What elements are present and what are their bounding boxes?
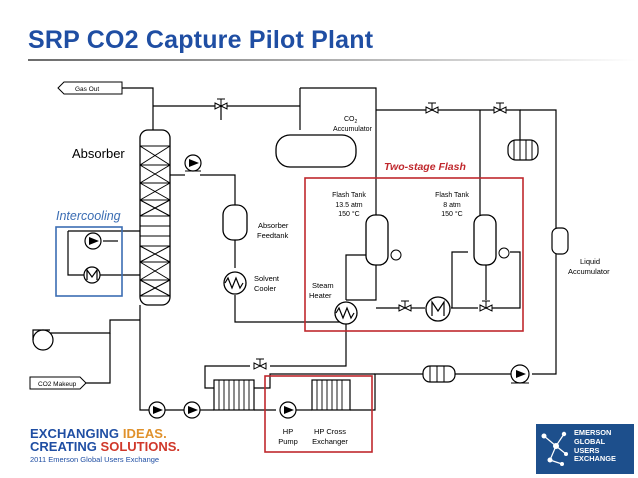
inline-cooler-icon [422, 365, 456, 383]
valve-top-mid-icon [425, 102, 439, 114]
svg-text:Pump: Pump [278, 437, 298, 446]
intercooling-label: Intercooling [56, 209, 121, 223]
gas-out-line [122, 87, 154, 130]
co2-accumulator-label-line2: Accumulator [333, 126, 373, 133]
emerson-logo: EMERSON GLOBAL USERS EXCHANGE [536, 424, 634, 474]
liquid-accum-outlet [532, 252, 557, 375]
svg-text:Solvent: Solvent [254, 274, 280, 283]
flash-pump1-icon [390, 249, 402, 261]
absorber-label: Absorber [72, 146, 125, 161]
piping [50, 87, 557, 411]
valve-flash-mid-icon [398, 300, 412, 312]
absorber-feedtank-label: Absorber Feedtank [257, 221, 289, 240]
solvent-line [234, 295, 240, 323]
svg-text:Steam: Steam [312, 281, 334, 290]
flash-tank-2 [473, 214, 497, 266]
steam-heater-label: Steam Heater [309, 281, 334, 300]
svg-text:HP: HP [283, 427, 293, 436]
liquid-accumulator [551, 227, 569, 255]
blower-icon [32, 329, 54, 351]
right-pump-icon [510, 364, 530, 384]
hp-cross-exchanger-label: HP Cross Exchanger [312, 427, 348, 446]
liquid-accum-line [520, 109, 557, 232]
absorber-top-pump-icon [184, 154, 202, 172]
flash-tank2-label: Flash Tank 8 atm 150 °C [435, 192, 469, 218]
cross-exchanger-left [213, 379, 255, 411]
valve-top-right-icon [493, 102, 507, 114]
valves [214, 98, 507, 370]
solvent-cooler-label: Solvent Cooler [254, 274, 280, 293]
absorber-column [139, 129, 171, 306]
co2-makeup-label: CO2 Makeup [38, 381, 77, 388]
svg-text:8 atm: 8 atm [443, 202, 461, 209]
flash-motor-icon [425, 296, 451, 322]
liquid-accumulator-label: Liquid Accumulator [568, 257, 610, 276]
steam-heater-icon [334, 301, 358, 325]
svg-text:Heater: Heater [309, 291, 332, 300]
pumps [148, 154, 530, 419]
intercooling-box [55, 226, 123, 297]
svg-text:Liquid: Liquid [580, 257, 600, 266]
svg-text:Flash Tank: Flash Tank [332, 192, 366, 199]
co2-accumulator [275, 134, 357, 168]
svg-text:150 °C: 150 °C [441, 210, 462, 218]
flash-tank1-label: Flash Tank 13.5 atm 150 °C [332, 192, 366, 218]
steam-line [345, 254, 368, 300]
condenser-icon [507, 139, 539, 161]
footer-tagline-1: EXCHANGING IDEAS. [30, 426, 167, 441]
page-title: SRP CO2 Capture Pilot Plant [28, 26, 374, 54]
gas-out-tag: Gas Out [57, 81, 123, 95]
svg-text:150 °C: 150 °C [338, 210, 359, 218]
co2-makeup-tag: CO2 Makeup [29, 376, 87, 390]
intercool-pump-icon [84, 232, 102, 250]
bottom-pump2-icon [183, 401, 201, 419]
bottom-pump1-icon [148, 401, 166, 419]
title-rule [28, 59, 636, 61]
hp-cross-exchanger [311, 379, 351, 411]
svg-text:Absorber: Absorber [258, 221, 289, 230]
hp-pump-label: HP Pump [278, 427, 298, 446]
svg-text:Feedtank: Feedtank [257, 231, 289, 240]
valve-top-left-icon [214, 98, 228, 110]
svg-text:Exchanger: Exchanger [312, 437, 348, 446]
svg-text:13.5 atm: 13.5 atm [335, 202, 362, 209]
valve-flash-right-icon [479, 300, 493, 312]
solvent-cooler-icon [223, 271, 247, 295]
intercool-motor-icon [83, 266, 101, 284]
cross-exchanger-loop [204, 365, 250, 389]
co2-accumulator-label-line1: CO2 [344, 116, 358, 125]
svg-text:Cooler: Cooler [254, 284, 277, 293]
flash-overhead-line [412, 109, 521, 140]
hp-section-box [264, 375, 373, 453]
flash-tank-1 [365, 214, 389, 266]
hp-pump-icon [279, 401, 297, 419]
gas-out-label: Gas Out [75, 86, 99, 93]
footer-event: 2011 Emerson Global Users Exchange [30, 455, 160, 464]
absorber-top-line [153, 105, 222, 120]
svg-text:Accumulator: Accumulator [568, 267, 610, 276]
two-stage-flash-box [304, 177, 524, 332]
footer-tagline-2: CREATING SOLUTIONS. [30, 439, 180, 454]
flash-pump2-icon [498, 247, 510, 259]
absorber-bottom-line [139, 305, 150, 411]
emerson-logo-text: EMERSON GLOBAL USERS EXCHANGE [574, 428, 616, 464]
two-stage-flash-label: Two-stage Flash [384, 161, 466, 173]
valve-bottom-icon [253, 358, 267, 370]
network-logo-icon [541, 431, 568, 466]
svg-text:HP Cross: HP Cross [314, 427, 346, 436]
svg-text:Flash Tank: Flash Tank [435, 192, 469, 199]
co2-makeup-line [86, 333, 111, 384]
absorber-feedtank [222, 204, 248, 241]
